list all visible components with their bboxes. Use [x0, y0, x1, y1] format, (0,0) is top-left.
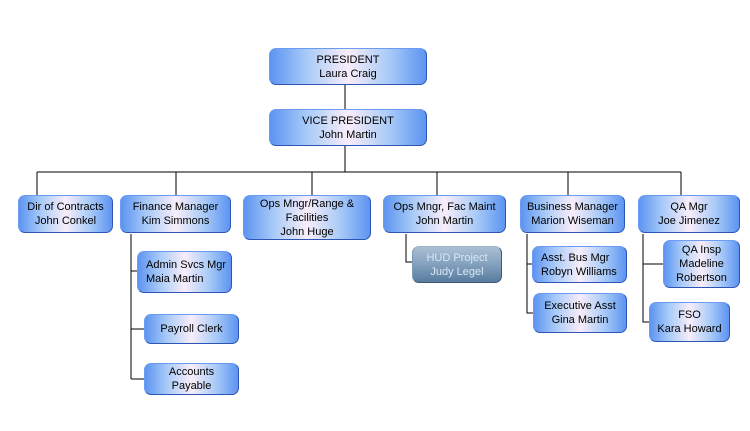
org-node-label: John Martin — [415, 215, 474, 227]
org-node-label: Madeline — [679, 258, 724, 270]
org-node-label: Joe Jimenez — [658, 215, 720, 227]
org-node-label: Kara Howard — [657, 323, 722, 335]
org-node-label: VICE PRESIDENT — [302, 114, 394, 127]
org-node-label: Maia Martin — [146, 273, 204, 285]
org-node-label: John Huge — [280, 225, 334, 238]
connector-qa-child-rail — [642, 234, 649, 323]
org-node-label: Accounts — [168, 366, 215, 378]
org-node-label: Payable — [171, 380, 212, 392]
connector-ops-fac-to-hud — [405, 234, 412, 263]
org-node-label: Marion Wiseman — [531, 215, 614, 227]
org-node-label: Judy Legel — [430, 265, 484, 278]
org-node-label: Ops Mngr/Range & — [259, 197, 355, 210]
org-node-fso[interactable]: FSO Kara Howard — [649, 302, 730, 342]
org-node-label: Laura Craig — [319, 67, 377, 80]
org-node-label: Robertson — [676, 272, 727, 284]
org-node-label: Gina Martin — [551, 314, 609, 326]
org-node-label: Admin Svcs Mgr — [146, 259, 227, 271]
org-node-label: PRESIDENT — [316, 53, 380, 66]
org-node-label: Kim Simmons — [141, 215, 210, 227]
org-node-label: FSO — [678, 309, 701, 321]
org-node-payroll-clerk[interactable]: Payroll Clerk — [144, 314, 239, 344]
org-node-label: Finance Manager — [132, 201, 219, 213]
org-node-label: QA Insp — [681, 244, 722, 256]
org-node-label: Facilities — [285, 211, 329, 224]
org-node-label: Asst. Bus Mgr — [541, 251, 610, 264]
org-node-label: John Conkel — [34, 215, 97, 227]
org-node-label: Payroll Clerk — [160, 323, 223, 335]
org-node-label: Business Manager — [526, 201, 619, 213]
org-node-label: HUD Project — [426, 251, 488, 264]
org-node-label: Robyn Williams — [541, 265, 617, 278]
org-node-label: Executive Asst — [544, 300, 616, 312]
org-node-label: Ops Mngr, Fac Maint — [393, 201, 496, 213]
org-node-label: Dir of Contracts — [27, 201, 104, 213]
connector-business-child-rail — [526, 234, 533, 314]
org-node-label: QA Mgr — [670, 201, 708, 213]
org-node-label: John Martin — [319, 128, 377, 141]
